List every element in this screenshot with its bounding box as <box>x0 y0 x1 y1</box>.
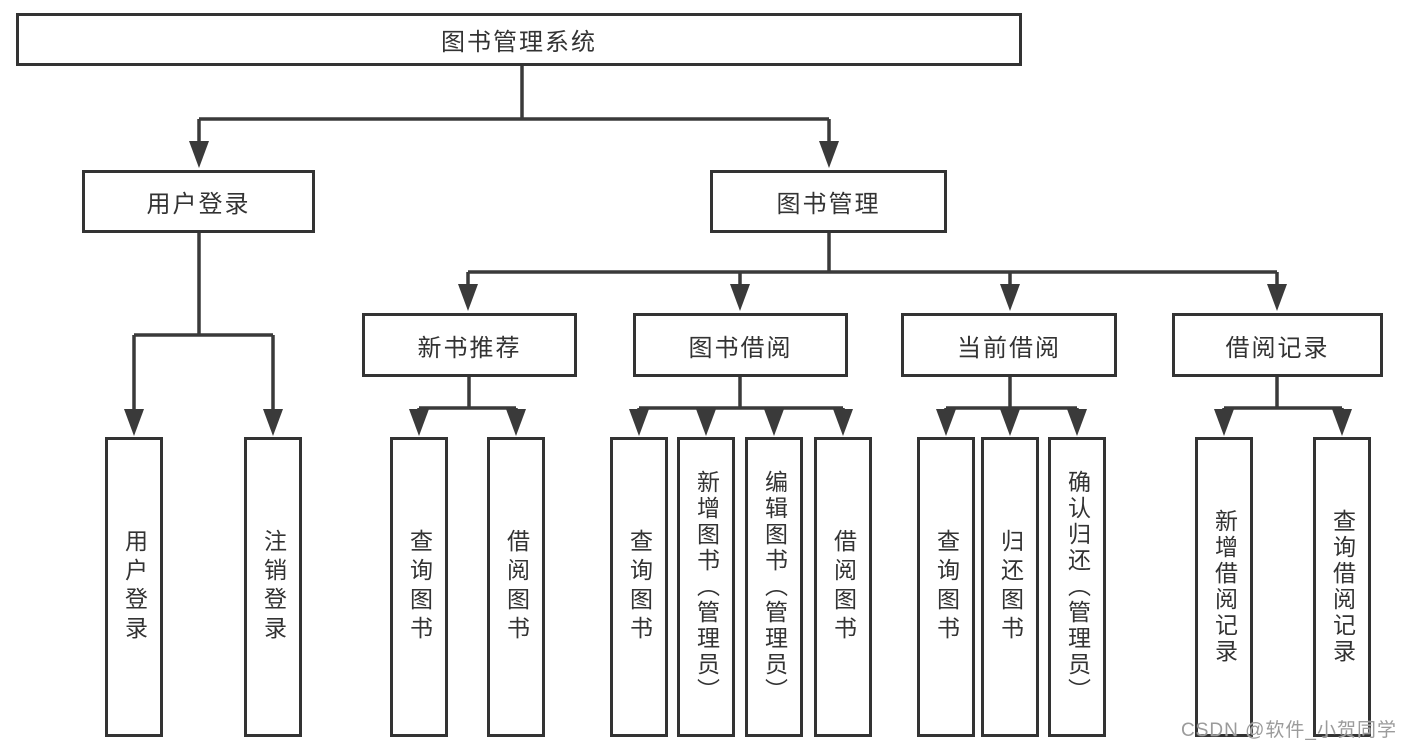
leaf-label: 确认归还（管理员） <box>1064 470 1091 704</box>
leaf-logout: 注销登录 <box>244 437 302 737</box>
node-label: 图书管理 <box>776 191 881 218</box>
leaf-label: 归还图书 <box>997 529 1024 645</box>
node-current-borrowing: 当前借阅 <box>901 313 1117 377</box>
leaf-label: 新增借阅记录 <box>1211 509 1238 665</box>
node-label: 图书借阅 <box>688 334 793 362</box>
leaf-label: 查询图书 <box>626 529 653 645</box>
leaf-return-books: 归还图书 <box>981 437 1039 737</box>
csdn-watermark: CSDN @软件_小贺同学 <box>1181 720 1397 741</box>
leaf-label: 查询借阅记录 <box>1329 509 1356 665</box>
leaf-label: 新增图书（管理员） <box>693 470 720 704</box>
leaf-borrow-books: 借阅图书 <box>814 437 872 737</box>
leaf-add-books-admin: 新增图书（管理员） <box>677 437 735 737</box>
leaf-add-borrow-record: 新增借阅记录 <box>1195 437 1253 737</box>
leaf-label: 注销登录 <box>260 529 287 645</box>
node-new-book-recommendation: 新书推荐 <box>362 313 577 377</box>
node-book-management: 图书管理 <box>710 170 947 233</box>
leaf-borrow-books-recommend: 借阅图书 <box>487 437 545 737</box>
leaf-query-borrow-record: 查询借阅记录 <box>1313 437 1371 737</box>
node-user-login: 用户登录 <box>82 170 315 233</box>
node-book-borrowing: 图书借阅 <box>633 313 848 377</box>
node-label: 图书管理系统 <box>441 29 597 56</box>
leaf-label: 借阅图书 <box>503 529 530 645</box>
node-borrowing-records: 借阅记录 <box>1172 313 1383 377</box>
leaf-label: 借阅图书 <box>830 529 857 645</box>
leaf-confirm-return-admin: 确认归还（管理员） <box>1048 437 1106 737</box>
leaf-label: 查询图书 <box>406 529 433 645</box>
node-library-management-system: 图书管理系统 <box>16 13 1022 66</box>
leaf-user-login: 用户登录 <box>105 437 163 737</box>
node-label: 当前借阅 <box>957 334 1061 362</box>
node-label: 新书推荐 <box>417 334 522 362</box>
node-label: 借阅记录 <box>1225 334 1330 362</box>
node-label: 用户登录 <box>146 191 251 218</box>
leaf-edit-books-admin: 编辑图书（管理员） <box>745 437 803 737</box>
leaf-query-books-recommend: 查询图书 <box>390 437 448 737</box>
leaf-label: 用户登录 <box>121 529 148 645</box>
leaf-query-books-borrowing: 查询图书 <box>610 437 668 737</box>
leaf-query-books-current: 查询图书 <box>917 437 975 737</box>
leaf-label: 编辑图书（管理员） <box>761 470 788 704</box>
leaf-label: 查询图书 <box>933 529 960 645</box>
